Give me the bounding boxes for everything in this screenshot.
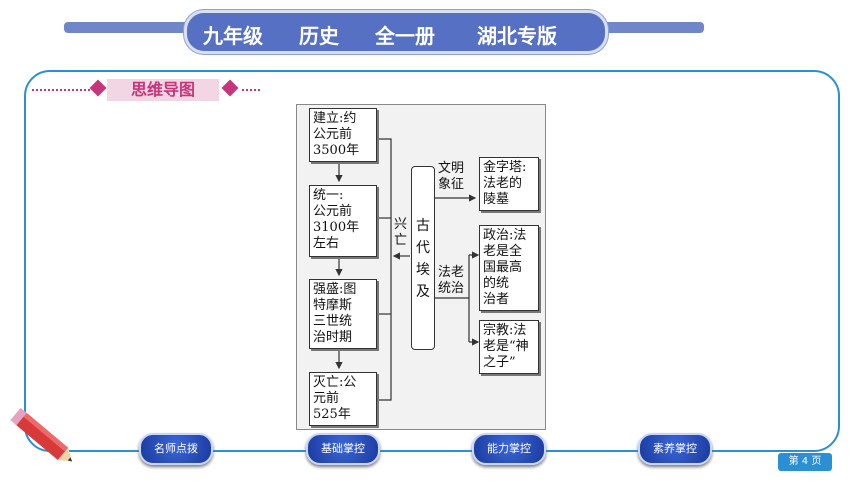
nav-basic-mastery-button[interactable]: 基础掌控 <box>306 433 380 465</box>
diagram-connectors <box>335 138 480 401</box>
rise-fall-label: 兴 亡 <box>394 217 408 248</box>
tag-diamond-left <box>89 79 107 97</box>
page-number: 第 4 页 <box>778 453 832 471</box>
header-subject: 历史 <box>299 24 339 48</box>
header-bar-left <box>64 22 194 33</box>
section-tag: 思维导图 <box>30 79 260 101</box>
civilization-symbol-label: 文明 象征 <box>438 161 465 192</box>
rise-founding-box: 建立:约 公元前 3500年 <box>309 108 377 162</box>
nav-literacy-mastery-button[interactable]: 素养掌控 <box>638 433 712 465</box>
header-volume: 全一册 <box>375 24 435 48</box>
nav-ability-mastery-button[interactable]: 能力掌控 <box>472 433 546 465</box>
nav-teacher-tips-button[interactable]: 名师点拨 <box>139 433 213 465</box>
mind-map-diagram: 建立:约 公元前 3500年 统一: 公元前 3100年 左右 强盛:图 特摩斯… <box>296 104 546 430</box>
header-grade: 九年级 <box>203 24 263 48</box>
header-title-pill: 九年级 历史 全一册 湖北专版 <box>184 10 608 54</box>
header-edition: 湖北专版 <box>477 24 557 48</box>
tag-dash-left <box>32 89 90 91</box>
pencil-icon <box>10 407 73 462</box>
content-frame <box>24 70 840 452</box>
religion-box: 宗教:法 老是“神 之子” <box>479 320 539 374</box>
pyramid-box: 金字塔: 法老的 陵墓 <box>479 157 539 211</box>
ancient-egypt-box: 古 代 埃 及 <box>411 166 435 350</box>
rise-unification-box: 统一: 公元前 3100年 左右 <box>309 185 377 257</box>
header-bar-right <box>598 22 704 33</box>
fall-box: 灭亡:公 元前 525年 <box>309 372 377 426</box>
section-tag-label: 思维导图 <box>107 79 219 101</box>
tag-diamond-right <box>221 79 239 97</box>
rise-peak-box: 强盛:图 特摩斯 三世统 治时期 <box>309 279 377 349</box>
tag-dash-right <box>242 89 260 91</box>
pharaoh-rule-label: 法老 统治 <box>438 265 465 296</box>
politics-box: 政治:法 老是全 国最高 的统 治者 <box>479 225 539 311</box>
